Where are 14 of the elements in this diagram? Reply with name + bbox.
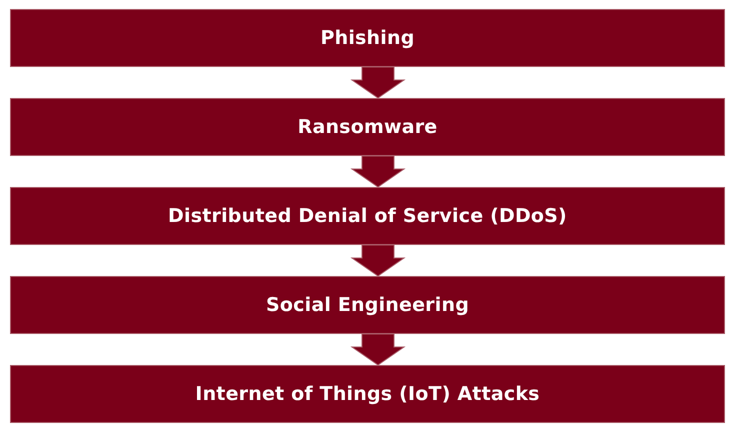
block-arrow bbox=[350, 334, 406, 366]
process-box bbox=[10, 276, 725, 334]
process-box bbox=[10, 365, 725, 423]
block-arrow bbox=[350, 156, 406, 188]
block-arrow bbox=[350, 66, 406, 99]
block-arrow bbox=[350, 244, 406, 277]
box-label: Distributed Denial of Service (DDoS) bbox=[168, 205, 567, 227]
box-label: Phishing bbox=[320, 27, 415, 49]
box-label: Internet of Things (IoT) Attacks bbox=[195, 383, 540, 405]
process-box bbox=[10, 98, 725, 156]
box-label: Ransomware bbox=[298, 116, 438, 138]
box-label: Social Engineering bbox=[266, 294, 469, 316]
process-box bbox=[10, 187, 725, 245]
process-box bbox=[10, 9, 725, 67]
